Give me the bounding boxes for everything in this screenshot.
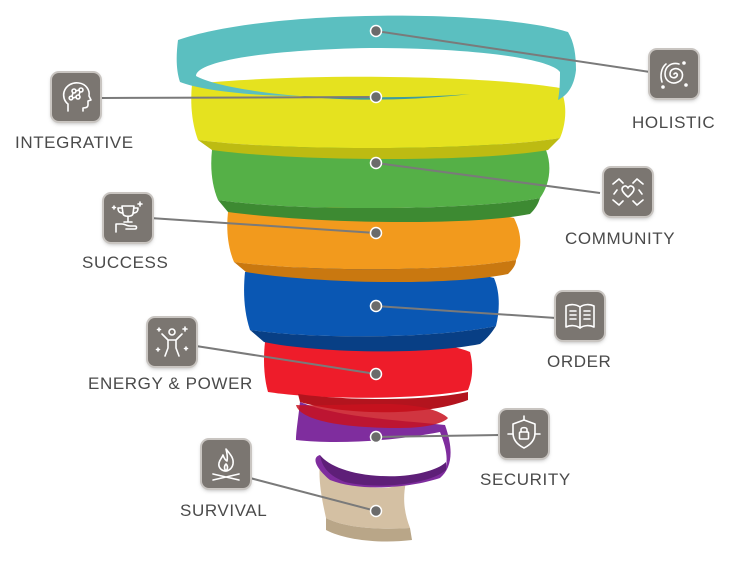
connector-energy-power <box>195 345 377 375</box>
dot-holistic <box>369 24 383 38</box>
connector-integrative <box>101 96 377 99</box>
label-order: ORDER <box>547 352 612 371</box>
connector-survival <box>249 477 377 512</box>
label-security: SECURITY <box>480 470 571 489</box>
campfire-icon <box>202 440 250 488</box>
trophy-hand-icon <box>104 194 152 242</box>
hands-heart-icon <box>604 168 652 216</box>
band-integrative <box>191 76 566 159</box>
shield-lock-icon <box>500 410 548 458</box>
person-energy-icon <box>148 318 196 366</box>
connector-holistic <box>375 30 651 73</box>
label-community: COMMUNITY <box>565 229 676 248</box>
label-integrative: INTEGRATIVE <box>15 133 134 152</box>
label-holistic: HOLISTIC <box>632 113 716 132</box>
band-energy-power <box>264 337 473 428</box>
dot-community <box>369 156 383 170</box>
connector-security <box>375 434 501 438</box>
band-order <box>244 265 499 352</box>
connector-dots <box>369 24 383 518</box>
dot-security <box>369 430 383 444</box>
connectors <box>101 30 651 512</box>
dot-integrative <box>369 90 383 104</box>
spiral-galaxy-icon <box>650 50 698 98</box>
label-energy-power: ENERGY & POWER <box>88 374 253 393</box>
dot-energy-power <box>369 367 383 381</box>
dot-order <box>369 299 383 313</box>
connector-community <box>375 162 601 194</box>
connector-order <box>375 305 557 319</box>
band-holistic <box>176 15 577 100</box>
dot-survival <box>369 504 383 518</box>
connector-success <box>149 217 377 234</box>
dot-success <box>369 226 383 240</box>
label-survival: SURVIVAL <box>180 501 268 520</box>
head-network-icon <box>52 73 100 121</box>
label-success: SUCCESS <box>82 253 169 272</box>
open-book-icon <box>556 292 604 340</box>
